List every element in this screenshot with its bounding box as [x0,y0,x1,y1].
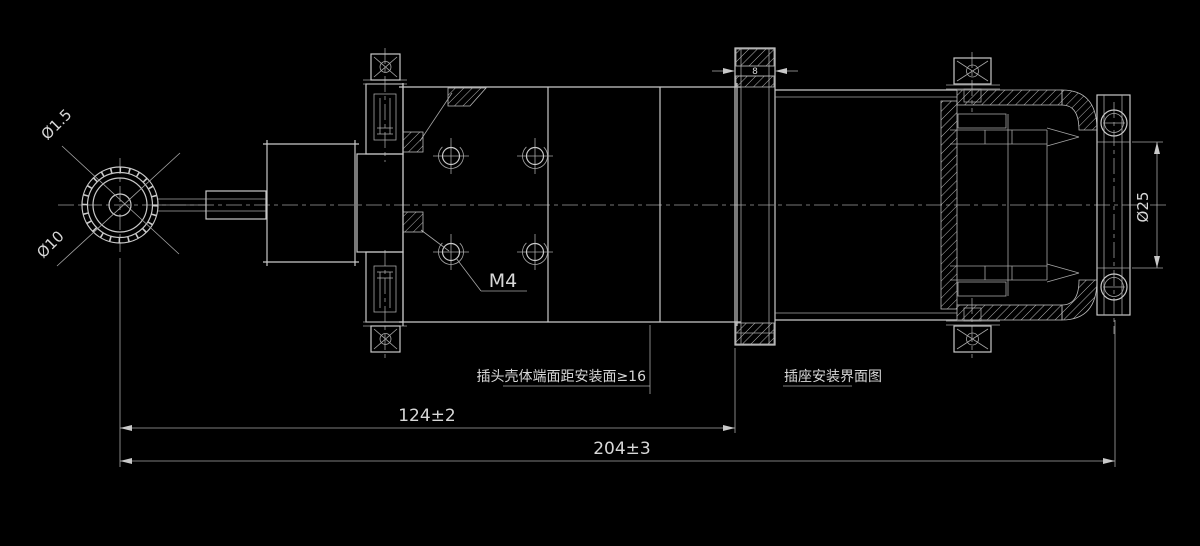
wire-ferrule [205,190,267,220]
tube [775,89,957,321]
thread-label: M4 [489,270,517,292]
flange-thickness-label: 8 [752,67,758,77]
dia-label-top-left: Ø1.5 [37,105,75,143]
endcap-screw-top [1100,109,1128,137]
note-right: 插座安装界面图 [783,369,882,387]
knurl-ring [81,166,159,244]
dimension-overall-length: 204±3 [120,439,1115,464]
dimension-dia-right: Ø25 [1134,142,1160,268]
shell-screw-head-bottom [953,325,992,353]
shell-screw-head-top [953,57,992,85]
insulator-top [957,113,1007,129]
endcap-screw-bottom [1100,273,1128,301]
insulator-bottom [957,281,1007,297]
mounting-bracket [356,53,407,353]
dim-124-label: 124±2 [398,406,456,426]
dia-label-bottom-left: Ø10 [33,227,68,262]
panel-flange: 8 [712,47,798,346]
captive-screw-head-top [370,53,401,81]
main-body [399,83,741,326]
bracket-ear-bottom [365,251,404,323]
connector-shell [940,57,1098,353]
note-left-text: 插头壳体端面距安装面≥16 [476,368,646,385]
shell-left-wall [940,100,958,310]
section-marks [402,87,487,252]
end-cap [1096,94,1131,316]
dim-204-label: 204±3 [593,439,651,459]
note-right-text: 插座安装界面图 [784,369,882,385]
bracket-ear-top [365,83,404,155]
captive-screw-head-bottom [370,325,401,353]
note-left: 插头壳体端面距安装面≥16 [476,325,651,394]
contact-pins [950,127,1080,283]
dimension-length-to-flange: 124±2 [120,406,735,431]
terminal-block [263,140,359,266]
thread-holes: M4 [438,143,548,292]
dia-right-label: Ø25 [1134,192,1152,223]
lead-wires [158,190,267,220]
end-view: Ø1.5 Ø10 [33,105,181,267]
centerlines [58,48,1168,467]
